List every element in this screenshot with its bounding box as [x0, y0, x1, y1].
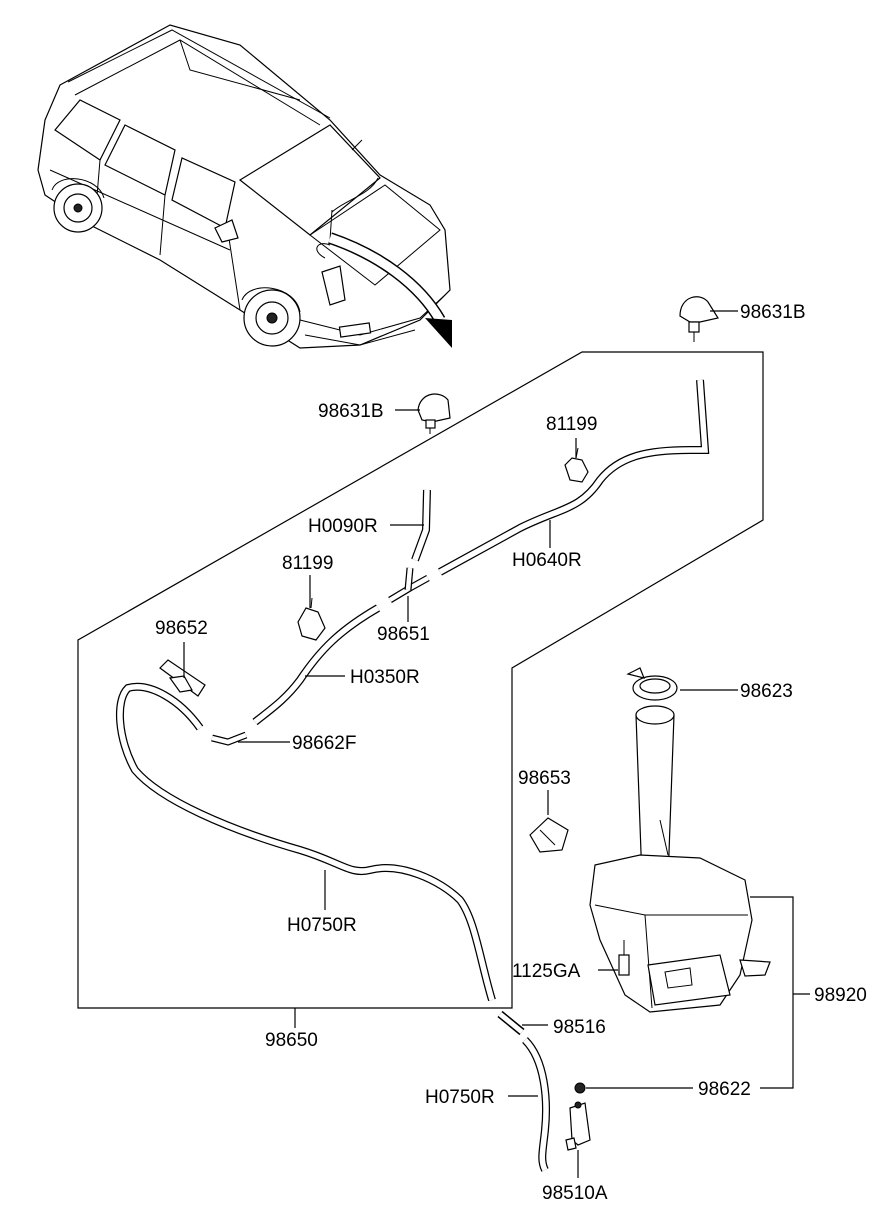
label-reservoir-assy: 98920	[814, 985, 867, 1006]
label-assy-98650: 98650	[265, 1030, 318, 1051]
label-hose-h0640r: H0640R	[512, 550, 582, 571]
label-hose-h0350r: H0350R	[350, 667, 420, 688]
bolt-1125ga-part	[618, 940, 630, 976]
clip-lower-part	[297, 597, 326, 641]
grommet-98622-part	[574, 1082, 586, 1094]
label-nozzle-left: 98631B	[318, 401, 384, 422]
reservoir-part	[589, 667, 771, 1013]
label-hose-h0090r: H0090R	[308, 516, 378, 537]
leader-lines	[183, 310, 810, 1178]
label-pump-98510a: 98510A	[542, 1183, 608, 1204]
vehicle-illustration	[37, 24, 451, 349]
nozzle-right-part	[679, 296, 719, 342]
assembly-boundary	[77, 351, 764, 1009]
label-connector-98516: 98516	[553, 1017, 606, 1038]
label-connector-98651: 98651	[377, 624, 430, 645]
label-bolt-1125ga: 1125GA	[512, 961, 581, 982]
nozzle-left-part	[417, 393, 451, 434]
label-grommet-98653: 98653	[518, 768, 571, 789]
connector-98651-part	[388, 567, 430, 604]
connector-98662f-part	[211, 731, 248, 746]
label-hose-h0750r-main: H0750R	[287, 915, 357, 936]
cap-98623-part	[626, 667, 678, 701]
valve-98652-part	[159, 659, 206, 697]
label-cap-98623: 98623	[740, 681, 793, 702]
label-valve-98652: 98652	[155, 618, 208, 639]
label-grommet-98622: 98622	[698, 1079, 751, 1100]
label-clip-lower: 81199	[282, 553, 333, 574]
label-hose-h0750r-pump: H0750R	[425, 1087, 495, 1108]
label-connector-98662f: 98662F	[292, 733, 356, 754]
part-labels: 98631B 98631B 81199 H0090R H0640R 81199 …	[155, 302, 867, 1204]
label-clip-upper: 81199	[546, 414, 597, 435]
label-nozzle-right: 98631B	[740, 302, 806, 323]
connector-98516-part	[497, 1010, 525, 1036]
location-arrow	[328, 232, 452, 348]
grommet-98653-part	[529, 817, 569, 853]
pump-98510a-part	[565, 1101, 591, 1151]
